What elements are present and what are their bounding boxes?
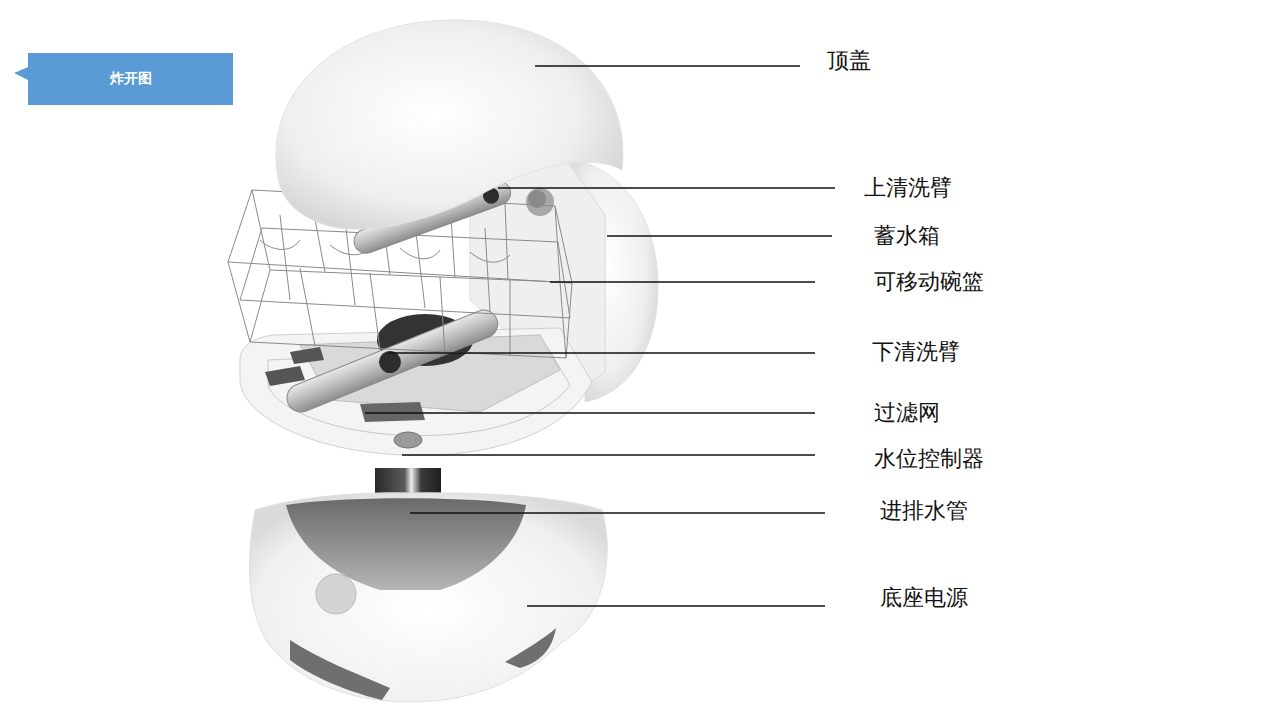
- tag-text: 炸开图: [110, 70, 152, 88]
- part-label: 蓄水箱: [872, 223, 942, 249]
- part-label: 水位控制器: [872, 446, 986, 472]
- title-tag: 炸开图: [28, 53, 233, 105]
- part-label: 过滤网: [872, 400, 942, 426]
- part-label: 底座电源: [878, 585, 970, 611]
- part-label: 可移动碗篮: [872, 269, 986, 295]
- part-label: 下清洗臂: [870, 339, 962, 365]
- part-label: 进排水管: [878, 498, 970, 524]
- part-label: 上清洗臂: [862, 175, 954, 201]
- part-label: 顶盖: [825, 48, 873, 74]
